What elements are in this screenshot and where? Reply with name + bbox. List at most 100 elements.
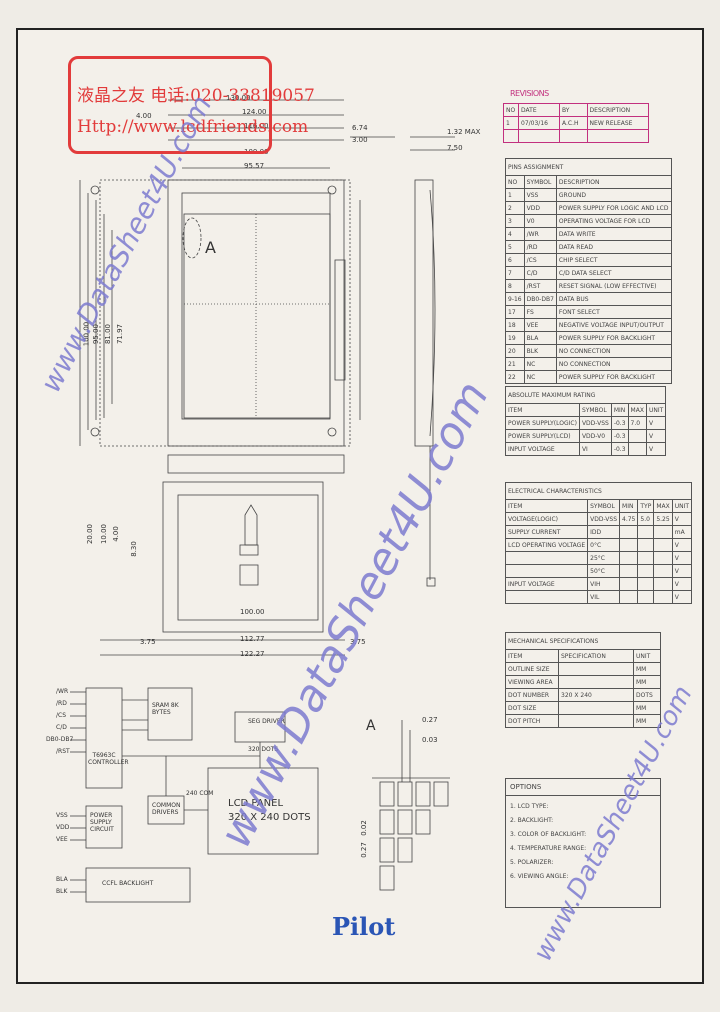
elec-cell: V — [671, 551, 693, 565]
dim-bottom-2: 10.00 — [100, 523, 109, 545]
elec-cell — [619, 551, 639, 565]
dim-bottom-7: 112.77 — [240, 635, 265, 643]
pins-cell: V0 — [523, 214, 557, 228]
elec-cell — [637, 564, 655, 578]
elec-cell — [653, 564, 673, 578]
mech-cell: MM — [633, 714, 661, 728]
pins-cell: /CS — [523, 253, 557, 267]
elec-cell — [637, 551, 655, 565]
elec-header-row: ITEM SYMBOL MIN TYP MAX UNIT — [504, 499, 693, 513]
dim-bottom-3: 4.00 — [111, 526, 120, 542]
abs_max-cell: V — [645, 429, 667, 443]
controller-block: T6963C CONTROLLER — [88, 752, 129, 766]
dim-left-4: 71.97 — [116, 323, 125, 345]
elec-cell — [637, 577, 655, 591]
pins-cell: NO CONNECTION — [555, 344, 672, 358]
electrical-table: ELECTRICAL CHARACTERISTICS ITEM SYMBOL M… — [504, 482, 693, 604]
pins-cell: BLA — [523, 331, 557, 345]
pins-cell: DB0-DB7 — [523, 292, 557, 306]
elec-cell: VIL — [587, 590, 621, 604]
abs_max-cell: V — [645, 442, 667, 456]
elec-title: ELECTRICAL CHARACTERISTICS — [504, 482, 693, 500]
dim-left-3: 81.00 — [104, 323, 113, 345]
elec-cell — [653, 577, 673, 591]
mech-header-row: ITEM SPECIFICATION UNIT — [505, 649, 661, 663]
detail-marker-a: A — [205, 238, 216, 257]
dim-top-1: 130.00 — [226, 94, 251, 102]
pins-cell: /WR — [523, 227, 557, 241]
com-count: 240 COM — [186, 790, 214, 797]
elec-cell — [619, 564, 639, 578]
elec-cell: V — [671, 590, 693, 604]
mech-header-unit: UNIT — [633, 649, 661, 663]
mech-cell: OUTLINE SIZE — [505, 662, 559, 676]
mech-title: MECHANICAL SPECIFICATIONS — [505, 632, 661, 650]
pins-header-row: NO SYMBOL DESCRIPTION — [505, 175, 672, 189]
elec-cell — [504, 551, 589, 565]
pins-cell: NC — [523, 357, 557, 371]
pins-cell: VDD — [523, 201, 557, 215]
abs-header-row: ITEM SYMBOL MIN MAX UNIT — [505, 403, 667, 417]
abs_max-cell: -0.3 — [610, 442, 629, 456]
abs_max-cell: VI — [578, 442, 612, 456]
dim-side-1: 1.32 MAX — [447, 128, 481, 136]
dim-top-2: 124.00 — [242, 108, 267, 116]
revisions-header-row: NO DATE BY DESCRIPTION — [503, 103, 650, 117]
abs_max-cell — [627, 442, 647, 456]
com-driver-block: COMMON DRIVERS — [152, 802, 181, 816]
elec-cell: VDD-VSS — [587, 512, 621, 526]
elec-header-symbol: SYMBOL — [587, 499, 621, 513]
elec-header-item: ITEM — [504, 499, 589, 513]
rev-cell: 1 — [503, 116, 519, 130]
elec-cell — [653, 590, 673, 604]
abs-header-max: MAX — [627, 403, 647, 417]
pins-cell: 3 — [505, 214, 525, 228]
elec-cell — [504, 564, 589, 578]
lcd-panel-label: LCD PANEL — [228, 798, 284, 809]
rev-header-by: BY — [558, 103, 588, 117]
elec-cell: 5.0 — [637, 512, 655, 526]
elec-cell: VIH — [587, 577, 621, 591]
option-item: 4. TEMPERATURE RANGE: — [510, 845, 587, 852]
pins-cell: 5 — [505, 240, 525, 254]
rev-cell: 07/03/16 — [518, 116, 560, 130]
seg-count: 320 DOTS — [248, 746, 279, 753]
mech-cell — [558, 701, 634, 715]
abs-max-table: ABSOLUTE MAXIMUM RATING ITEM SYMBOL MIN … — [504, 386, 667, 456]
option-item: 2. BACKLIGHT: — [510, 817, 554, 824]
option-item: 3. COLOR OF BACKLIGHT: — [510, 831, 587, 838]
pins-cell: OPERATING VOLTAGE FOR LCD — [555, 214, 672, 228]
abs_max-cell: V — [645, 416, 667, 430]
detail-dim-1: 0.27 — [422, 716, 438, 724]
elec-cell — [653, 525, 673, 539]
abs-header-item: ITEM — [505, 403, 580, 417]
pins-cell: DATA BUS — [555, 292, 672, 306]
pins-cell: POWER SUPPLY FOR LOGIC AND LCD — [555, 201, 672, 215]
pins-cell: NO CONNECTION — [555, 357, 672, 371]
elec-cell — [637, 538, 655, 552]
option-item: 1. LCD TYPE: — [510, 803, 549, 810]
pins-cell: 4 — [505, 227, 525, 241]
pins-cell: /RD — [523, 240, 557, 254]
abs-header-symbol: SYMBOL — [578, 403, 612, 417]
dim-bottom-5: 3.75 — [140, 638, 156, 646]
abs_max-cell: POWER SUPPLY(LOGIC) — [505, 416, 580, 430]
dim-bottom-8: 122.27 — [240, 650, 265, 658]
rev-header-date: DATE — [518, 103, 560, 117]
mech-cell: DOTS — [633, 688, 661, 702]
elec-cell — [619, 590, 639, 604]
elec-cell — [619, 538, 639, 552]
mech-cell: DOT SIZE — [505, 701, 559, 715]
